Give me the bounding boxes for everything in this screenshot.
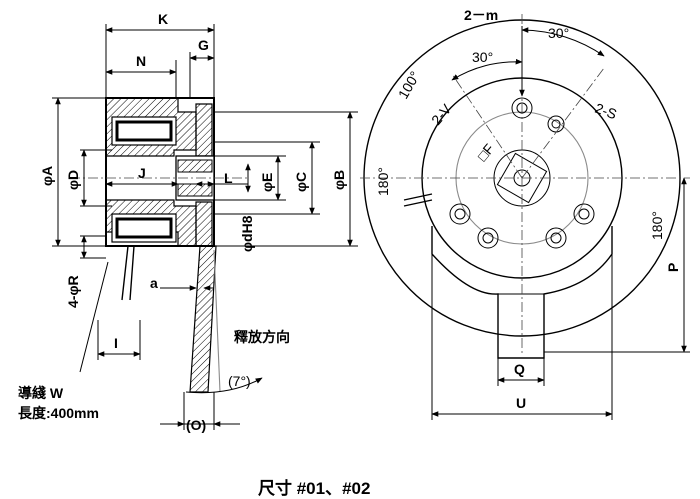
dim-N: N — [136, 53, 146, 69]
angle-100: 100° — [395, 68, 423, 101]
angle-30-inner: 30° — [472, 49, 493, 65]
angle-180-right: 180° — [649, 211, 665, 240]
dim-K: K — [158, 11, 168, 27]
dim-L: L — [224, 170, 233, 186]
dim-box-F: □F — [474, 141, 497, 164]
dim-phidH8: φdH8 — [239, 215, 255, 252]
lead-wire-length: 長度:400mm — [18, 405, 99, 421]
dim-J: J — [138, 165, 146, 181]
release-direction-label: 釋放方向 — [234, 329, 290, 345]
dim-P: P — [665, 263, 681, 272]
release-lever — [189, 245, 217, 393]
dim-Q: Q — [514, 361, 525, 377]
dim-U: U — [516, 395, 526, 411]
dim-G: G — [198, 37, 209, 53]
hub-square — [496, 152, 548, 204]
dim-2-S: 2-S — [593, 100, 619, 122]
dim-a: a — [150, 275, 158, 291]
dim-O: (O) — [186, 417, 206, 433]
dim-4-phiR: 4-φR — [65, 275, 81, 308]
dim-phiE: φE — [259, 173, 275, 192]
dim-2-V: 2-V — [428, 100, 455, 127]
dim-2-m: 2－m — [464, 7, 498, 23]
dim-I: I — [114, 335, 118, 351]
side-view: K N G φA φD J L φE φC — [18, 11, 358, 433]
lead-wire-label: 導綫 W — [18, 385, 64, 401]
drawing-caption: 尺寸 #01、#02 — [258, 479, 371, 498]
dim-phiB: φB — [331, 170, 347, 190]
dim-phiD: φD — [65, 170, 81, 190]
dim-phiA: φA — [39, 166, 55, 186]
lever-bracket — [431, 226, 613, 359]
angle-7-label: (7°) — [228, 373, 251, 389]
angle-180-left: 180° — [375, 167, 391, 196]
front-view: 2－m 30° 30° 100° 180° 180° 2-V 2-S □F P … — [360, 7, 690, 420]
dim-phiC: φC — [293, 172, 309, 192]
